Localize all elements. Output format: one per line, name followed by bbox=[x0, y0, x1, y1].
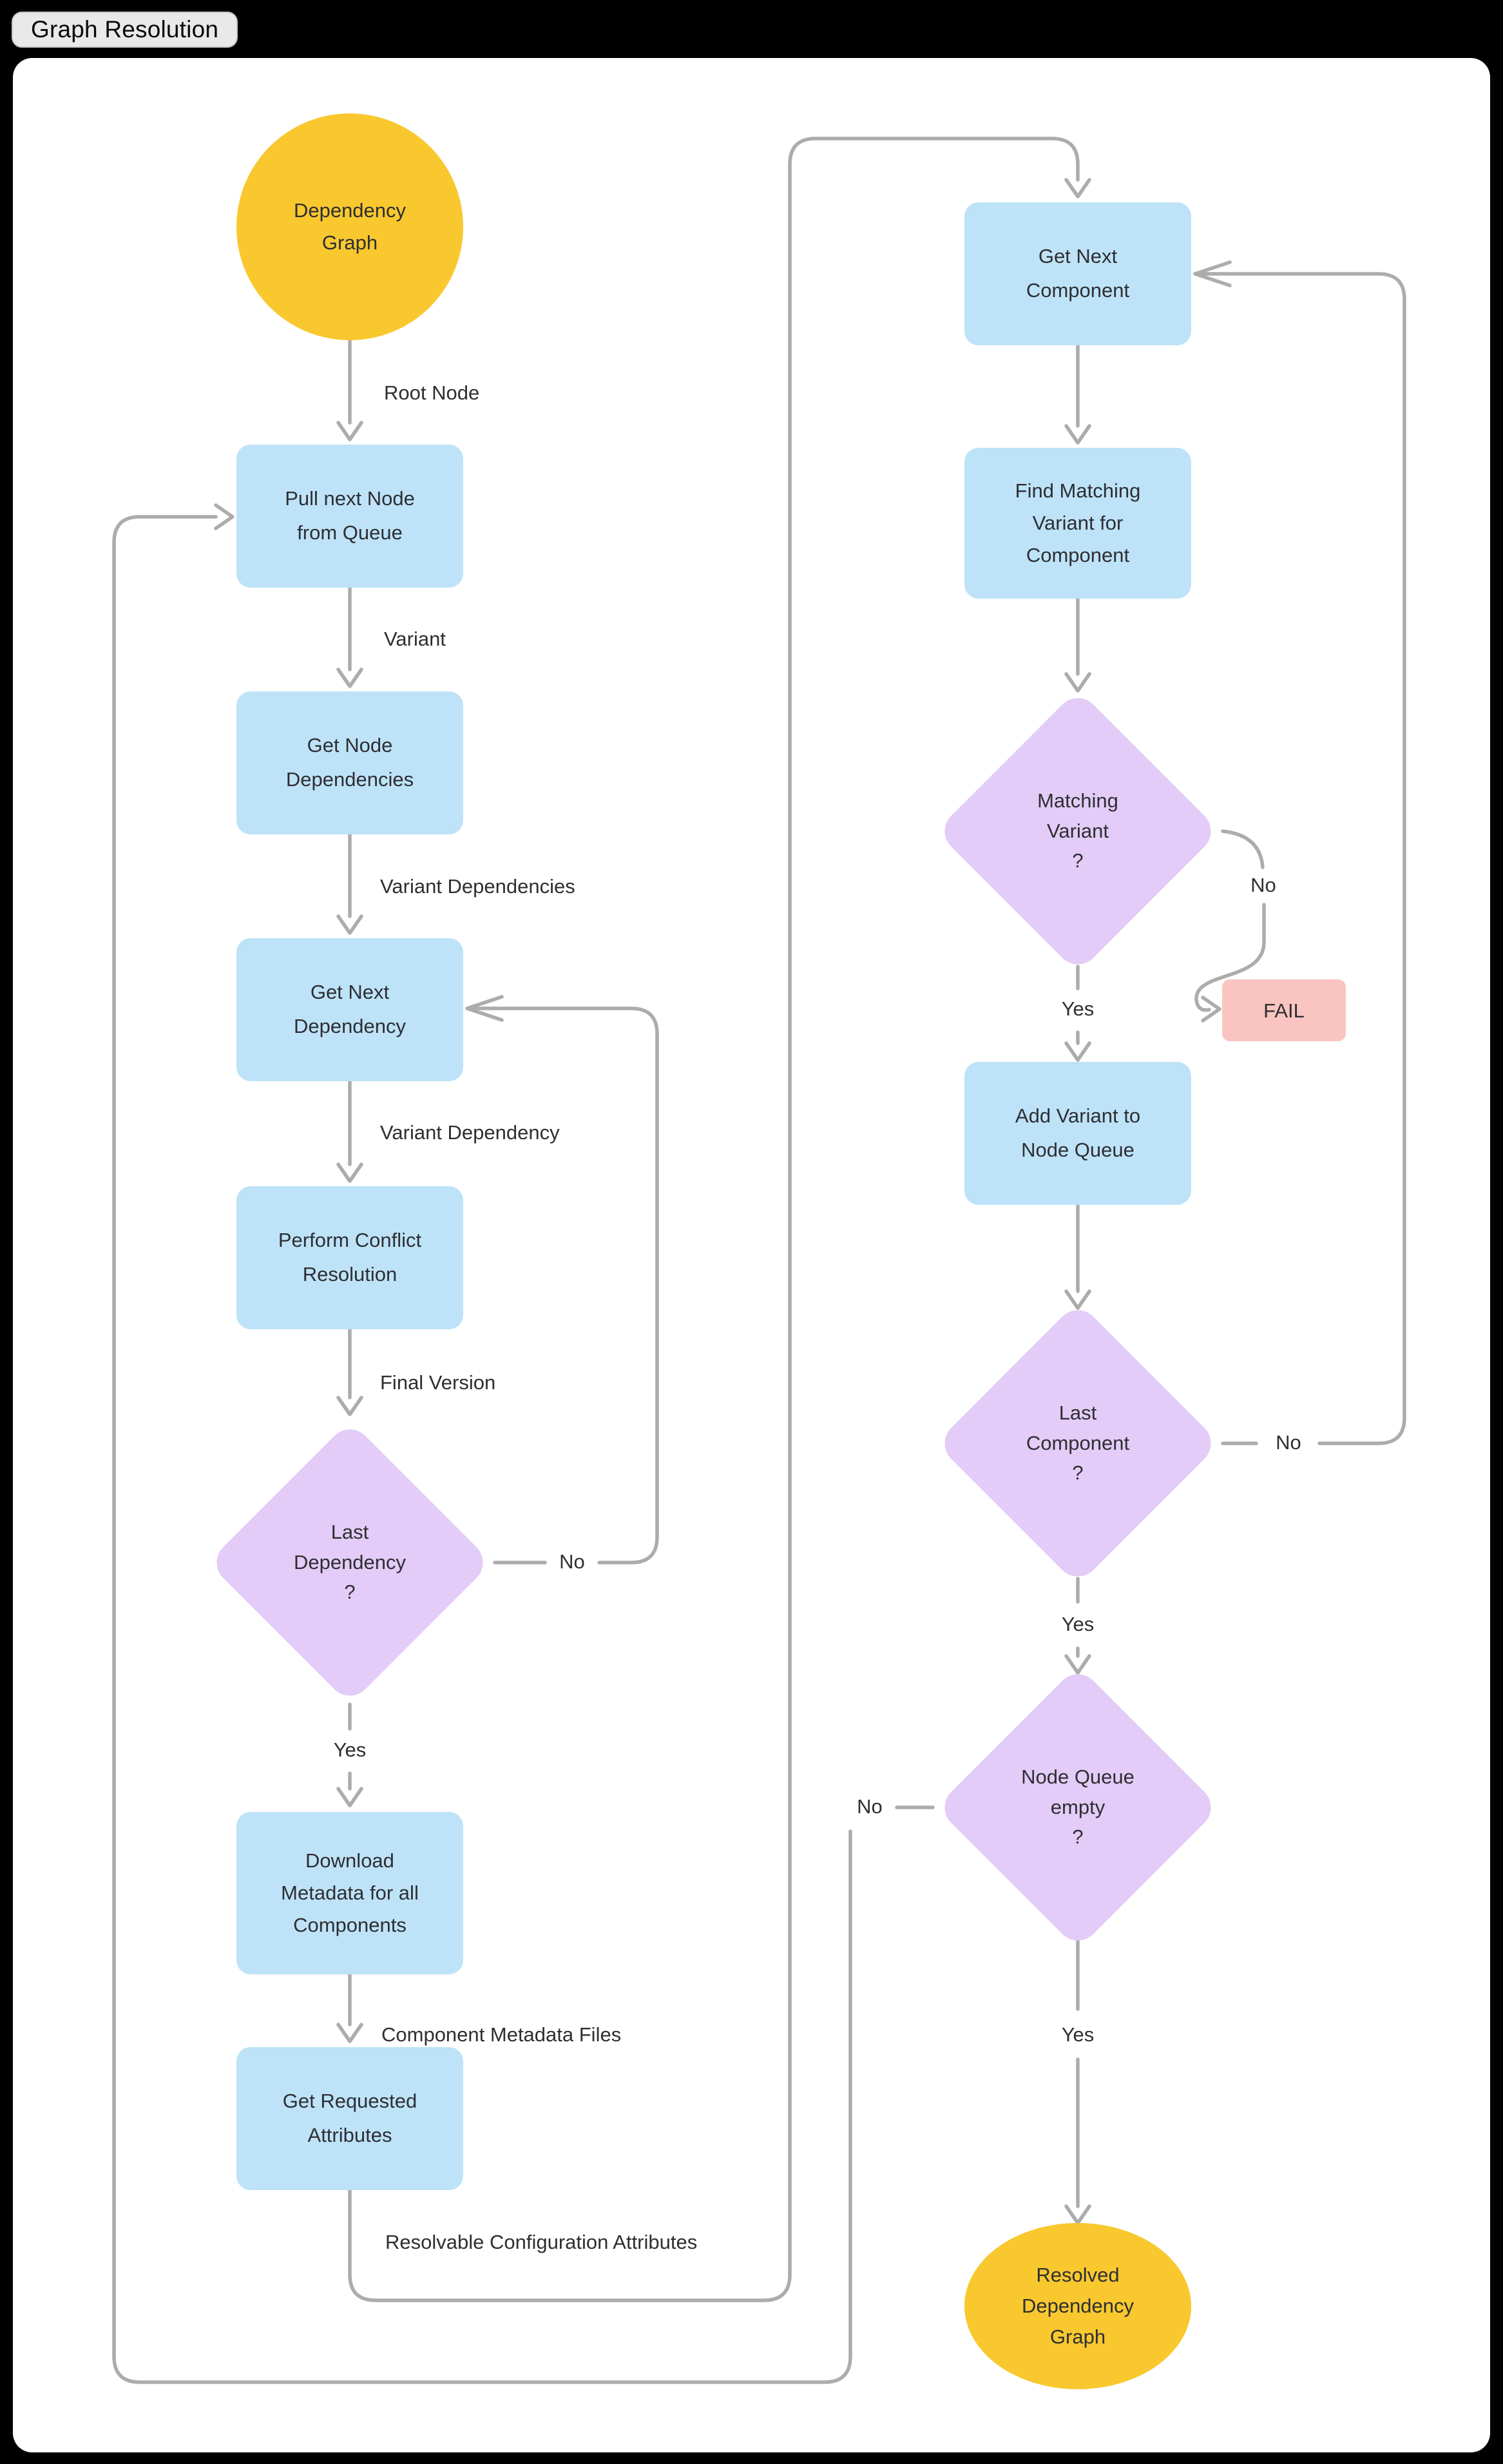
node-dependency-graph: Dependency Graph bbox=[236, 113, 463, 340]
edge-label-node-queue-empty-yes: Yes bbox=[1061, 2023, 1095, 2046]
edge-label-last-component-yes: Yes bbox=[1061, 1613, 1095, 1635]
arrow-nqe-yes bbox=[1064, 2204, 1091, 2225]
node-resolved-dependency-graph-label: Resolved Dependency Graph bbox=[1021, 2263, 1134, 2349]
arrow-pull-to-getnodedeps bbox=[336, 668, 363, 688]
node-dependency-graph-label: Dependency Graph bbox=[293, 199, 407, 254]
edge-label-last-dependency-yes: Yes bbox=[333, 1738, 367, 1761]
edge-label-variant-dependencies: Variant Dependencies bbox=[380, 875, 575, 898]
node-last-component-label: Last Component ? bbox=[1026, 1401, 1130, 1485]
edge-label-variant-dependency: Variant Dependency bbox=[380, 1121, 560, 1144]
node-node-queue-empty-label: Node Queue empty ? bbox=[1021, 1766, 1134, 1849]
node-pull-next-node: Pull next Node from Queue bbox=[236, 445, 463, 588]
node-get-next-component: Get Next Component bbox=[964, 202, 1191, 345]
arrow-lastcomp-yes bbox=[1064, 1654, 1091, 1675]
edge-label-resolvable-configuration-attributes: Resolvable Configuration Attributes bbox=[385, 2231, 698, 2253]
arrow-getnextcomp-to-findvariant bbox=[1064, 424, 1091, 445]
node-get-requested-attributes-label: Get Requested Attributes bbox=[282, 2090, 417, 2146]
arrow-matching-yes bbox=[1064, 1041, 1091, 1062]
node-last-component: Last Component ? bbox=[933, 1301, 1223, 1586]
arrow-attrs-to-getnextcomp bbox=[1064, 178, 1091, 198]
node-last-dependency: Last Dependency ? bbox=[205, 1420, 495, 1705]
node-perform-conflict-resolution: Perform Conflict Resolution bbox=[236, 1186, 463, 1329]
arrow-addvariant-to-lastcomp bbox=[1064, 1289, 1091, 1310]
node-pull-next-node-label: Pull next Node from Queue bbox=[285, 487, 415, 544]
edge-label-last-component-no: No bbox=[1276, 1431, 1301, 1454]
node-get-next-dependency-label: Get Next Dependency bbox=[293, 981, 407, 1037]
edge-label-node-queue-empty-no: No bbox=[857, 1795, 883, 1818]
node-add-variant-to-node-queue: Add Variant to Node Queue bbox=[964, 1062, 1191, 1205]
arrow-lastcomp-no bbox=[1193, 260, 1232, 287]
node-get-requested-attributes: Get Requested Attributes bbox=[236, 2047, 463, 2190]
edge-label-matching-variant-yes: Yes bbox=[1061, 997, 1095, 1020]
node-matching-variant: Matching Variant ? bbox=[933, 689, 1223, 974]
arrow-conflict-to-lastdep bbox=[336, 1396, 363, 1416]
arrow-lastdep-no bbox=[465, 995, 504, 1022]
edge-matching-no-b bbox=[1194, 903, 1266, 1012]
node-get-next-component-label: Get Next Component bbox=[1026, 245, 1130, 302]
arrow-getnodedeps-to-getnextdep bbox=[336, 914, 363, 935]
arrow-lastdep-yes bbox=[336, 1787, 363, 1807]
edge-label-matching-variant-no: No bbox=[1250, 874, 1276, 896]
arrow-matching-no bbox=[1201, 996, 1221, 1023]
edge-lastdep-no-b bbox=[483, 1006, 659, 1564]
node-get-node-dependencies: Get Node Dependencies bbox=[236, 691, 463, 834]
node-perform-conflict-resolution-label: Perform Conflict Resolution bbox=[278, 1229, 422, 1285]
node-matching-variant-label: Matching Variant ? bbox=[1037, 789, 1118, 872]
arrow-nqe-no bbox=[214, 503, 235, 530]
edge-label-variant: Variant bbox=[384, 628, 446, 650]
edge-lastcomp-no-b bbox=[1211, 272, 1406, 1445]
arrow-getnextdep-to-conflict bbox=[336, 1162, 363, 1183]
diagram-title-badge: Graph Resolution bbox=[12, 12, 238, 48]
node-resolved-dependency-graph: Resolved Dependency Graph bbox=[964, 2223, 1191, 2389]
node-fail-label: FAIL bbox=[1263, 999, 1305, 1022]
edge-label-component-metadata-files: Component Metadata Files bbox=[381, 2023, 622, 2046]
edge-attrs-to-getnextcomp bbox=[348, 137, 1080, 2302]
node-get-node-dependencies-label: Get Node Dependencies bbox=[285, 734, 414, 791]
edge-label-last-dependency-no: No bbox=[559, 1550, 585, 1573]
arrow-start-to-pull bbox=[336, 421, 363, 441]
edge-label-root-node: Root Node bbox=[384, 381, 480, 404]
arrow-download-to-attrs bbox=[336, 2023, 363, 2043]
edge-label-final-version: Final Version bbox=[380, 1371, 496, 1394]
node-fail: FAIL bbox=[1222, 979, 1346, 1041]
edge-nqe-no-b bbox=[112, 515, 852, 2384]
arrow-findvariant-to-matching bbox=[1064, 672, 1091, 693]
edge-matching-no-a bbox=[1221, 829, 1265, 869]
node-add-variant-to-node-queue-label: Add Variant to Node Queue bbox=[1015, 1104, 1141, 1161]
node-last-dependency-label: Last Dependency ? bbox=[293, 1521, 407, 1604]
node-download-metadata-label: Download Metadata for all Components bbox=[281, 1849, 419, 1937]
node-find-matching-variant-label: Find Matching Variant for Component bbox=[1015, 479, 1141, 567]
diagram-title: Graph Resolution bbox=[31, 16, 219, 43]
node-node-queue-empty: Node Queue empty ? bbox=[933, 1665, 1223, 1950]
node-get-next-dependency: Get Next Dependency bbox=[236, 938, 463, 1081]
node-download-metadata: Download Metadata for all Components bbox=[236, 1812, 463, 1974]
node-find-matching-variant: Find Matching Variant for Component bbox=[964, 448, 1191, 599]
